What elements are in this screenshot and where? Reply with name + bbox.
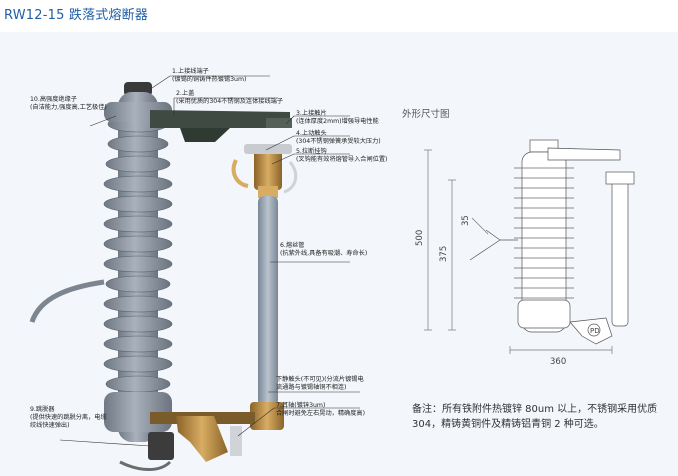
callout-10-desc: (自洁能力,强度高,工艺极佳) bbox=[30, 104, 107, 111]
insulator bbox=[29, 82, 173, 442]
callout-7-title: 7.耳轴(镀锌3um) bbox=[276, 402, 326, 409]
callout-1-title: 1.上接线端子 bbox=[172, 68, 209, 75]
callout-4: 4.上动触头 (304不锈钢弹簧承受较大压力) bbox=[296, 130, 381, 146]
callout-5-desc: (叉钩能有效将熔管导入合闸位置) bbox=[296, 156, 388, 163]
lower-bracket bbox=[119, 412, 255, 471]
fuse-tube bbox=[250, 196, 284, 430]
callout-5: 5.拉断挂钩 (叉钩能有效将熔管导入合闸位置) bbox=[296, 148, 387, 164]
pd-label: PD bbox=[590, 327, 600, 335]
callout-lines bbox=[59, 75, 360, 447]
callout-7-desc: 合闸时避免左右晃动，精确度高) bbox=[276, 410, 366, 417]
callout-5-title: 5.拉断挂钩 bbox=[296, 148, 327, 155]
callout-10-title: 10.高强度绝缘子 bbox=[30, 96, 77, 103]
callout-3-desc: (连体厚度2mm)增强导电性能 bbox=[296, 118, 379, 125]
callout-9-title: 9.跳脱器 bbox=[30, 406, 55, 413]
callout-4-desc: (304不锈钢弹簧承受较大压力) bbox=[296, 138, 381, 145]
dim-360: 360 bbox=[550, 357, 566, 367]
callout-9: 9.跳脱器 (提供快速的跳脱分离，电缆 绞线快速弹出) bbox=[30, 406, 107, 430]
dim-375: 375 bbox=[439, 246, 449, 262]
dim-35: 35 bbox=[461, 215, 471, 226]
dim-500: 500 bbox=[415, 230, 425, 246]
product-illustration bbox=[29, 75, 360, 471]
page-title: RW12-15 跌落式熔断器 bbox=[4, 8, 149, 23]
callout-7: 7.耳轴(镀锌3um) 合闸时避免左右晃动，精确度高) bbox=[276, 402, 365, 418]
callout-8-desc: 流通路与镀锡轴铜不相连) bbox=[276, 384, 347, 391]
callout-2-title: 2.上盖 bbox=[176, 90, 195, 97]
callout-8-title: 下静触头(不可见)(分流片镀锡电 bbox=[276, 376, 364, 383]
callout-6: 6.熔丝管 (抗紫外线,具备有吸潮、寿命长) bbox=[280, 242, 367, 258]
callout-3-title: 3.上接触片 bbox=[296, 110, 327, 117]
callout-3: 3.上接触片 (连体厚度2mm)增强导电性能 bbox=[296, 110, 379, 126]
upper-bracket bbox=[150, 110, 292, 142]
callout-8: 下静触头(不可见)(分流片镀锡电 流通路与镀锡轴铜不相连) bbox=[276, 376, 364, 392]
callout-9-desc: (提供快速的跳脱分离，电缆 bbox=[30, 414, 107, 421]
callout-1-desc: (镀锡的铜铸件热镀锡3um) bbox=[172, 76, 247, 83]
product-photo: 1.上接线端子 (镀锡的铜铸件热镀锡3um) 2.上盖 (采用优质的304不锈钢… bbox=[0, 32, 400, 476]
callout-1: 1.上接线端子 (镀锡的铜铸件热镀锡3um) bbox=[172, 68, 246, 84]
callout-4-title: 4.上动触头 bbox=[296, 130, 327, 137]
callout-2: 2.上盖 (采用优质的304不锈钢及连体接线端子 bbox=[176, 90, 283, 106]
callout-10: 10.高强度绝缘子 (自洁能力,强度高,工艺极佳) bbox=[30, 96, 107, 112]
callout-2-desc: (采用优质的304不锈钢及连体接线端子 bbox=[176, 98, 284, 105]
callout-6-title: 6.熔丝管 bbox=[280, 242, 305, 249]
drawing-caption: 外形尺寸图 bbox=[402, 109, 450, 120]
callout-9-desc2: 绞线快速弹出) bbox=[30, 422, 70, 429]
remark-note: 备注：所有铁附件热镀锌 80um 以上，不锈钢采用优质 304，精铸黄铜件及精铸… bbox=[412, 404, 658, 430]
callout-6-desc: (抗紫外线,具备有吸潮、寿命长) bbox=[280, 250, 368, 257]
